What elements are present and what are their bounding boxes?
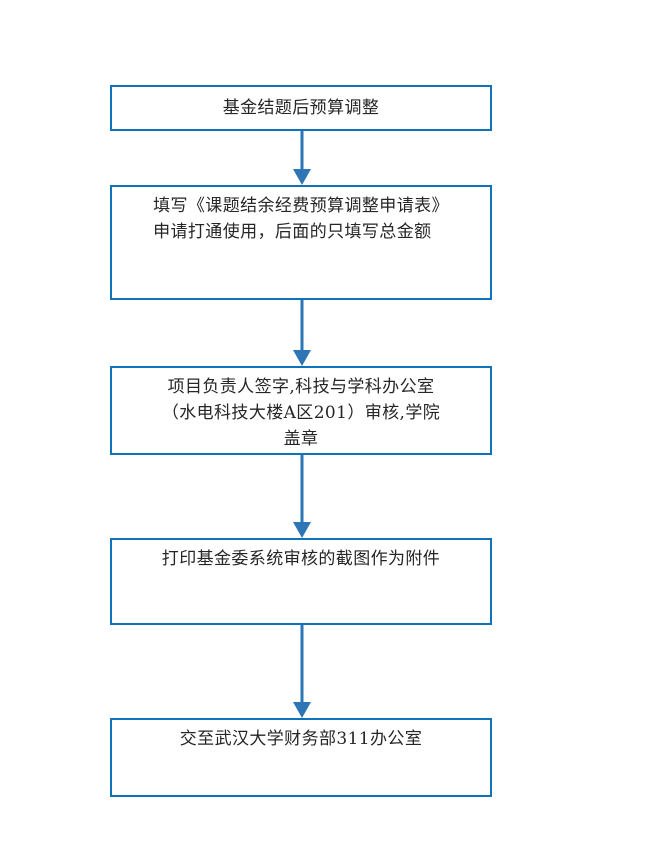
flowchart-node-step-5-label: 交至武汉大学财务部311办公室 (179, 729, 423, 749)
flowchart-arrow-step-4-to-step-5 (288, 625, 316, 718)
flowchart-node-step-3[interactable]: 项目负责人签字,科技与学科办公室 （水电科技大楼A区201）审核,学院 盖章 (110, 366, 492, 455)
flowchart-arrow-step-2-to-step-3 (288, 300, 316, 366)
flowchart-node-step-4[interactable]: 打印基金委系统审核的截图作为附件 (110, 538, 492, 625)
flowchart-node-step-3-label: 项目负责人签字,科技与学科办公室 （水电科技大楼A区201）审核,学院 盖章 (161, 377, 441, 449)
flowchart-node-step-4-label: 打印基金委系统审核的截图作为附件 (161, 549, 441, 569)
flowchart-arrow-step-3-to-step-4 (288, 455, 316, 538)
flowchart-node-step-1[interactable]: 基金结题后预算调整 (110, 85, 492, 131)
flowchart-node-step-5[interactable]: 交至武汉大学财务部311办公室 (110, 718, 492, 797)
flowchart-node-step-1-label: 基金结题后预算调整 (222, 98, 380, 118)
flowchart-node-step-2-label: 填写《课题结余经费预算调整申请表》 申请打通使用，后面的只填写总金额 (153, 196, 449, 242)
flowchart-arrow-step-1-to-step-2 (288, 131, 316, 185)
flowchart-node-step-2[interactable]: 填写《课题结余经费预算调整申请表》 申请打通使用，后面的只填写总金额 (110, 185, 492, 300)
